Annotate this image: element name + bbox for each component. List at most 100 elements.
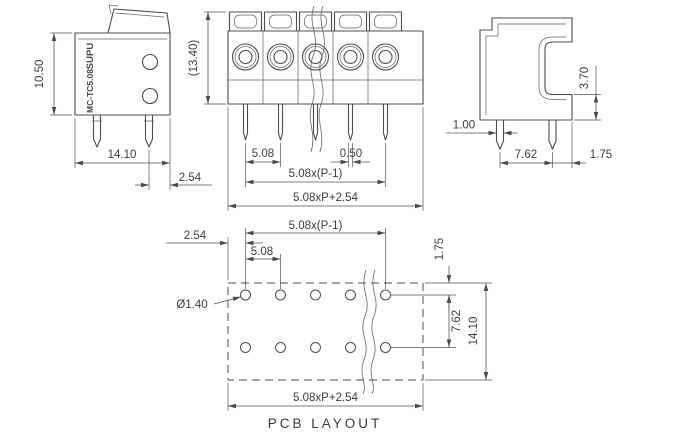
drill-holes [240, 289, 391, 353]
break-line-1 [361, 269, 368, 395]
pcb-layout-view: 2.54 5.08x(P-1) 5.08 Ø1.40 1.75 7.62 [166, 220, 492, 431]
wire-cavity-contour [538, 36, 566, 100]
pin-2 [277, 103, 284, 141]
pin-3 [312, 103, 319, 141]
break-line-2 [370, 269, 377, 395]
dim-hole-diameter: Ø1.40 [176, 296, 242, 311]
extension-lines [245, 143, 281, 187]
extension-lines [204, 11, 226, 105]
slot-2-opening [269, 14, 292, 29]
model-label: MC-TC5.08 [85, 69, 95, 113]
dim-label-span: 5.08x(P-1) [289, 220, 343, 232]
hole-r1-c3 [310, 289, 321, 301]
screw-1 [231, 43, 260, 71]
slot-3 [298, 11, 333, 32]
dim-hole-pitch: 5.08 [245, 246, 281, 289]
hole-r2-c5 [380, 342, 391, 353]
slot-5-opening [374, 14, 397, 29]
dim-label-7-62: 7.62 [515, 149, 537, 161]
screw-2-ring [269, 46, 292, 68]
dim-label-5-08: 5.08 [251, 246, 273, 258]
dim-row-spacing: 7.62 [499, 149, 553, 168]
side-view-right: 3.70 1.00 7.62 1.75 [446, 17, 612, 168]
dim-label-7-62: 7.62 [451, 310, 463, 332]
hole-r2-c4 [345, 342, 356, 353]
dim-label-hole-dia: Ø1.40 [176, 299, 207, 311]
dim-top-margin: 1.75 [391, 238, 492, 312]
screw-5-center [378, 49, 393, 65]
dim-pin-thickness: 1.00 [446, 120, 517, 136]
slot-2 [263, 11, 298, 32]
dim-label-2-54: 2.54 [184, 230, 207, 242]
pin-4 [347, 103, 354, 141]
hole-r2-c1 [240, 342, 251, 353]
pin-right [144, 114, 154, 148]
wire-entry-slots [228, 11, 403, 32]
dim-row-spacing: 7.62 [391, 295, 463, 348]
pin-left [92, 114, 102, 148]
screw-3-center [308, 49, 323, 65]
hole-r2-c3 [310, 342, 321, 353]
dim-label-14-10: 14.10 [468, 317, 480, 346]
inner-contour [485, 23, 566, 115]
actuator-button [107, 8, 171, 34]
terminal-dividers [262, 31, 369, 104]
screw-3-ring [304, 46, 327, 68]
slot-1 [228, 11, 263, 32]
hole-r1-c5 [380, 289, 391, 301]
dim-body-height: 10.50 [34, 32, 72, 116]
hole-r1-c4 [345, 289, 356, 301]
dim-pin-pitch: 5.08 [245, 143, 281, 187]
dim-label-total-width: 5.08xP+2.54 [293, 392, 359, 404]
dim-overall-width: 5.08xP+2.54 [227, 107, 424, 211]
pin-right [548, 119, 557, 150]
actuator-inner-line [115, 12, 165, 18]
screw-1-ring [234, 46, 257, 68]
hole-r1-c1 [240, 289, 251, 301]
break-line-2 [318, 5, 325, 153]
dim-label-2-54: 2.54 [179, 172, 202, 184]
dim-body-width: 14.10 [74, 118, 171, 190]
actuator-notch [108, 4, 119, 15]
dim-pin-to-edge: 2.54 [135, 150, 212, 190]
extension-lines [499, 152, 553, 168]
side-view-left: SUPU MC-TC5.08 10.50 14.10 2.54 [34, 4, 212, 190]
dim-label-3-70: 3.70 [579, 67, 591, 89]
slot-4 [333, 11, 368, 32]
front-view: (13.40) 5.08 0.50 5.08x(P-1) 5.08xP+2.54 [188, 5, 424, 211]
dim-overall-height: (13.40) [188, 11, 226, 105]
connector-body-outline [479, 17, 573, 121]
extension-lines [227, 107, 424, 211]
dim-label-10-50: 10.50 [34, 60, 46, 89]
slot-5 [368, 11, 403, 32]
screw-1-center [238, 49, 253, 65]
brand-label: SUPU [85, 43, 96, 70]
dim-label-5-08: 5.08 [252, 148, 274, 160]
hole-r1-c2 [275, 289, 286, 301]
pin-left [495, 119, 505, 150]
dim-label-1-75: 1.75 [590, 149, 612, 161]
side-hole-top [141, 53, 159, 71]
dim-front-height: 3.70 [574, 66, 601, 121]
dim-pin-to-edge: 1.75 [552, 122, 612, 168]
screw-5-ring [374, 46, 397, 68]
dim-label-0-50: 0.50 [340, 148, 362, 160]
pin-1 [242, 103, 249, 141]
dim-label-span: 5.08x(P-1) [289, 168, 343, 180]
dim-label-14-10: 14.10 [108, 149, 137, 161]
pin-5 [382, 103, 389, 141]
dim-edge-to-hole: 2.54 [166, 230, 263, 280]
dim-outline-height: 14.10 [425, 283, 492, 381]
screw-2-center [273, 49, 288, 65]
dim-outline-width: 5.08xP+2.54 [227, 383, 424, 411]
screw-4-center [343, 49, 358, 65]
slot-1-opening [234, 14, 257, 29]
extension-lines [74, 118, 171, 190]
side-hole-bottom [141, 87, 159, 105]
dim-pin-width: 0.50 [331, 143, 370, 167]
front-pins [242, 103, 389, 141]
dim-label-1-00: 1.00 [453, 120, 475, 132]
dim-label-1-75: 1.75 [434, 238, 446, 260]
